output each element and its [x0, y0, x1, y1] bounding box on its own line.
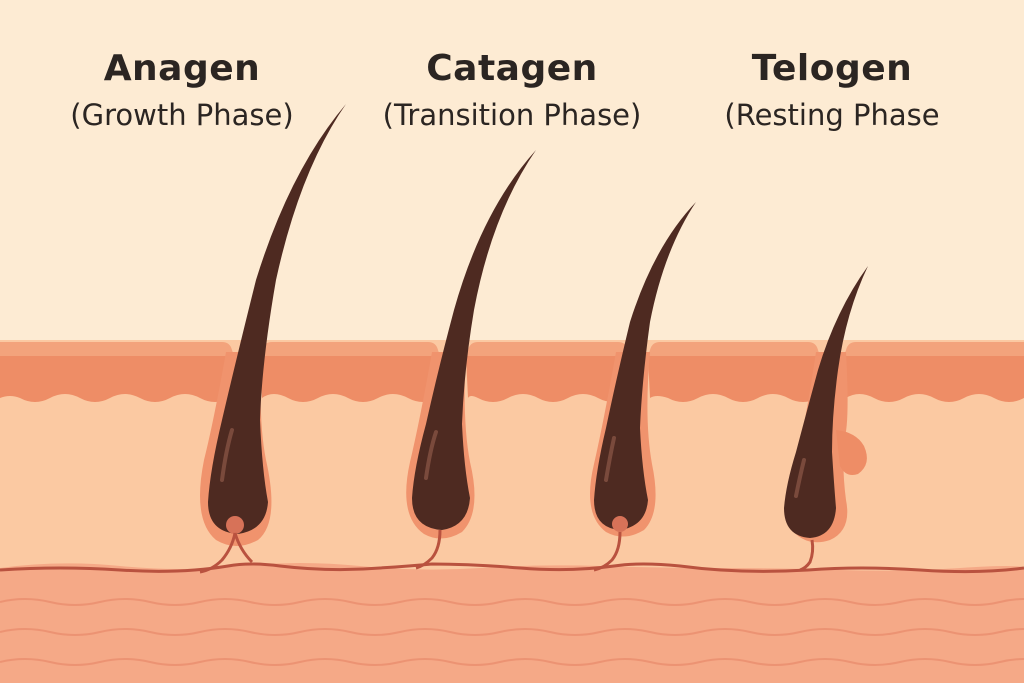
- catagen-follicle: [406, 150, 536, 570]
- phase-subtitle: (Transition Phase): [382, 98, 642, 132]
- telogen-hair-highlight: [794, 458, 806, 498]
- phase-subtitle: (Growth Phase): [70, 98, 294, 132]
- anagen-hair-strand: [208, 104, 346, 534]
- anagen-papilla: [226, 516, 244, 534]
- anagen-follicle: [199, 104, 346, 574]
- telogen-hair-strand: [784, 266, 868, 538]
- phase-label-telogen: Telogen (Resting Phase: [672, 44, 992, 136]
- third-capillary: [593, 531, 622, 572]
- third-follicle: [590, 202, 696, 572]
- anagen-hair-highlight: [220, 428, 234, 482]
- phase-label-anagen: Anagen (Growth Phase): [22, 44, 342, 136]
- catagen-hair-highlight: [424, 430, 438, 480]
- telogen-bulge: [836, 430, 867, 475]
- catagen-hair-strand: [412, 150, 536, 530]
- epidermis-wave-band: [0, 356, 1024, 402]
- telogen-follicle: [784, 266, 868, 572]
- phase-name: Anagen: [103, 48, 261, 89]
- phase-subtitle: (Resting Phase: [724, 98, 940, 132]
- third-hair-highlight: [604, 436, 616, 482]
- epidermis-layer: [0, 342, 1024, 356]
- subcutis-wave-lines: [0, 598, 1024, 666]
- anagen-capillary: [199, 532, 254, 574]
- phase-label-catagen: Catagen (Transition Phase): [352, 44, 672, 136]
- telogen-capillary: [799, 539, 815, 572]
- phase-name: Telogen: [751, 48, 913, 89]
- phase-name: Catagen: [426, 48, 598, 89]
- third-hair-strand: [594, 202, 696, 530]
- subcutis-layer: [0, 563, 1024, 683]
- blood-vessel: [0, 562, 1024, 574]
- catagen-capillary: [415, 529, 442, 570]
- third-papilla: [612, 516, 628, 532]
